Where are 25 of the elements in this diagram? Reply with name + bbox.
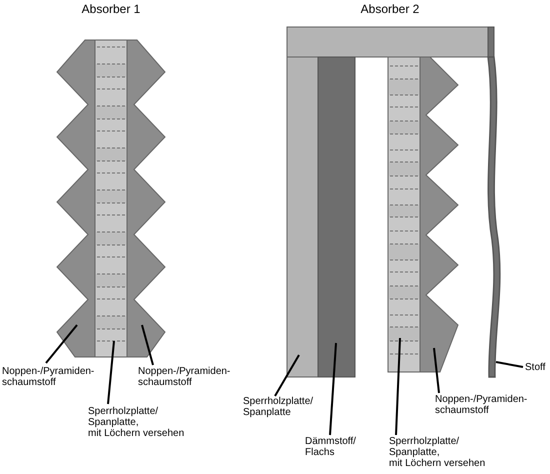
part-label: Sperrholzplatte/ Spanplatte bbox=[243, 396, 314, 418]
pyramid-foam bbox=[126, 40, 166, 358]
heading: Absorber 1 bbox=[82, 2, 140, 16]
heading: Absorber 2 bbox=[360, 2, 420, 16]
insulation-layer bbox=[318, 56, 356, 378]
leader-line bbox=[107, 340, 115, 404]
leader-line bbox=[274, 354, 300, 396]
plywood-panel bbox=[286, 56, 318, 378]
leader-line bbox=[45, 324, 78, 364]
part-label: Noppen-/Pyramiden- schaumstoff bbox=[2, 366, 94, 388]
fabric-sheet bbox=[487, 56, 501, 378]
part-label: Noppen-/Pyramiden- schaumstoff bbox=[435, 394, 528, 416]
leader-line bbox=[329, 342, 337, 436]
part-label: Noppen-/Pyramiden- schaumstoff bbox=[138, 366, 230, 388]
leader-line bbox=[496, 361, 524, 368]
part-label: Stoff bbox=[525, 362, 546, 373]
pyramid-foam bbox=[56, 40, 96, 358]
part-label: Dämmstoff/ Flachs bbox=[305, 436, 356, 458]
part-label: Sperrholzplatte/ Spanplatte, mit Löchern versehen bbox=[88, 406, 184, 439]
perforated-plate bbox=[94, 40, 128, 358]
part-label: Sperrholzplatte/ Spanplatte, mit Löchern versehen bbox=[389, 436, 486, 469]
pyramid-foam bbox=[420, 56, 459, 372]
leader-line bbox=[395, 338, 401, 436]
perforated-plate bbox=[388, 56, 420, 372]
leader-line bbox=[433, 348, 440, 394]
